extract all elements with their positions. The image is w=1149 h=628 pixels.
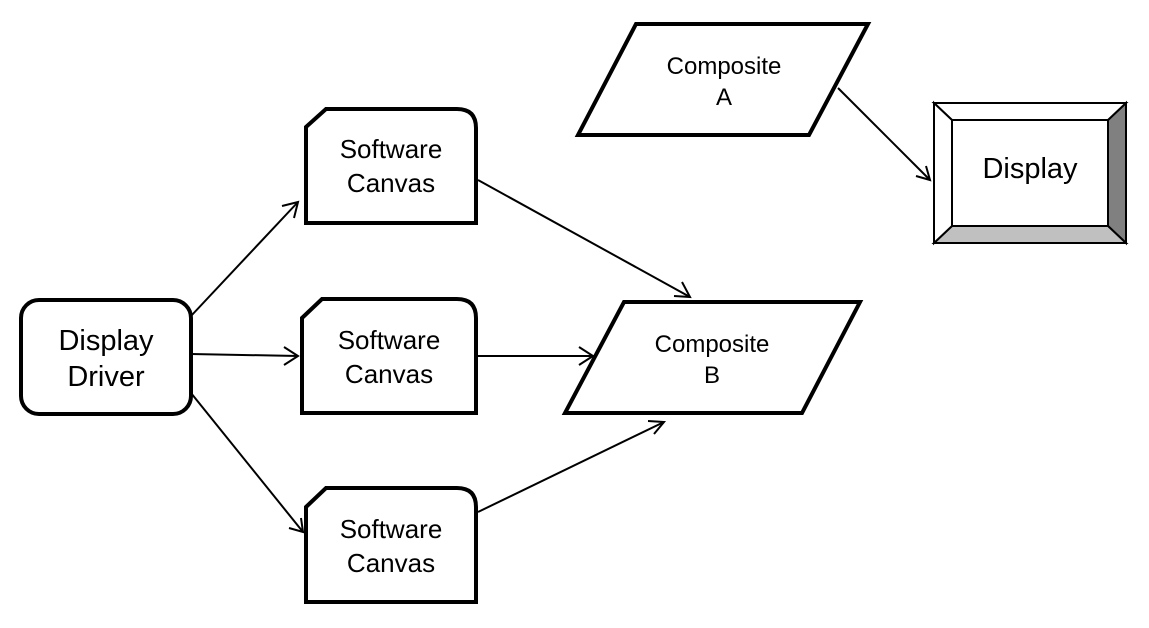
node-composite-a: Composite A	[574, 22, 872, 137]
display-bevel-left	[933, 100, 953, 246]
display-driver-label-line2: Driver	[67, 361, 145, 393]
node-software-canvas-bottom: Software Canvas	[304, 486, 478, 604]
edge-driver-to-canvas-top	[190, 200, 300, 317]
node-display-driver: Display Driver	[19, 298, 193, 416]
software-canvas-bottom-label-line1: Software	[340, 514, 443, 544]
composite-b-label-line1: Composite	[655, 331, 770, 358]
edge-driver-to-canvas-bottom	[190, 392, 305, 534]
software-canvas-middle-label-line1: Software	[338, 325, 441, 355]
composite-a-label-line1: Composite	[667, 53, 782, 80]
node-software-canvas-top: Software Canvas	[304, 107, 478, 225]
edge-canvas-bottom-to-composite-b	[477, 420, 667, 513]
composite-b-box	[561, 300, 864, 415]
edge-canvas-middle-to-composite-b	[478, 346, 595, 366]
composite-a-box	[574, 22, 872, 137]
node-display: Display	[931, 100, 1129, 246]
edge-composite-a-to-display	[837, 87, 932, 182]
software-canvas-middle-box	[300, 297, 478, 415]
edge-canvas-top-to-composite-b	[477, 179, 692, 299]
node-composite-b: Composite B	[561, 300, 864, 415]
node-software-canvas-middle: Software Canvas	[300, 297, 478, 415]
display-bevel-right	[1107, 100, 1127, 246]
display-driver-box	[19, 298, 193, 416]
composite-b-label-line2: B	[704, 362, 720, 389]
display-face	[951, 119, 1109, 227]
display-label: Display	[982, 153, 1078, 185]
software-canvas-middle-label-line2: Canvas	[345, 359, 433, 389]
software-canvas-top-label-line2: Canvas	[347, 168, 435, 198]
software-canvas-bottom-label-line2: Canvas	[347, 548, 435, 578]
composite-a-label-line2: A	[716, 84, 732, 111]
edge-driver-to-canvas-middle	[190, 346, 300, 366]
display-bevel-top	[931, 102, 1129, 121]
software-canvas-bottom-box	[304, 486, 478, 604]
display-bevel-bottom	[931, 225, 1129, 244]
display-driver-label-line1: Display	[58, 325, 154, 357]
software-canvas-top-label-line1: Software	[340, 134, 443, 164]
software-canvas-top-box	[304, 107, 478, 225]
